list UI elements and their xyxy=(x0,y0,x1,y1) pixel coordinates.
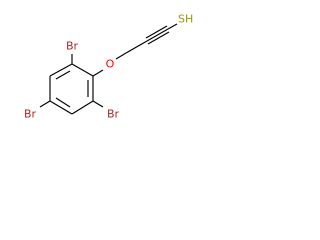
triple-bond-line-upper xyxy=(145,25,168,39)
bond-c3-br-right xyxy=(92,100,104,108)
ring-bond-c4-c5 xyxy=(49,100,73,115)
bond-c2-oxygen xyxy=(92,69,104,77)
bond-ch2-alkyne xyxy=(125,40,148,54)
ring-bond-c6-c1 xyxy=(49,63,73,77)
benzene-ring xyxy=(49,63,94,115)
bond-c5-br-left xyxy=(39,100,51,108)
atom-label-br-right: Br xyxy=(107,108,120,121)
molecule-structure: Br Br Br O SH xyxy=(24,13,193,121)
triple-bond xyxy=(145,25,170,45)
ring-bond-c1-c2 xyxy=(71,63,94,77)
atom-label-oxygen: O xyxy=(106,58,115,71)
ring-double-bond-inner-2 xyxy=(55,97,71,108)
ring-bond-c3-c4 xyxy=(71,100,94,115)
triple-bond-line-center xyxy=(146,28,169,42)
atom-label-br-left: Br xyxy=(24,108,37,121)
atom-label-br-top: Br xyxy=(66,40,79,53)
ring-double-bond-inner-3 xyxy=(55,70,71,80)
bond-oxygen-ch2 xyxy=(115,52,127,60)
structure-canvas: Br Br Br O SH xyxy=(0,0,212,148)
bond-alkyne-sulfur xyxy=(167,23,178,30)
triple-bond-line-lower xyxy=(147,31,170,45)
atom-label-thiol: SH xyxy=(178,13,193,26)
